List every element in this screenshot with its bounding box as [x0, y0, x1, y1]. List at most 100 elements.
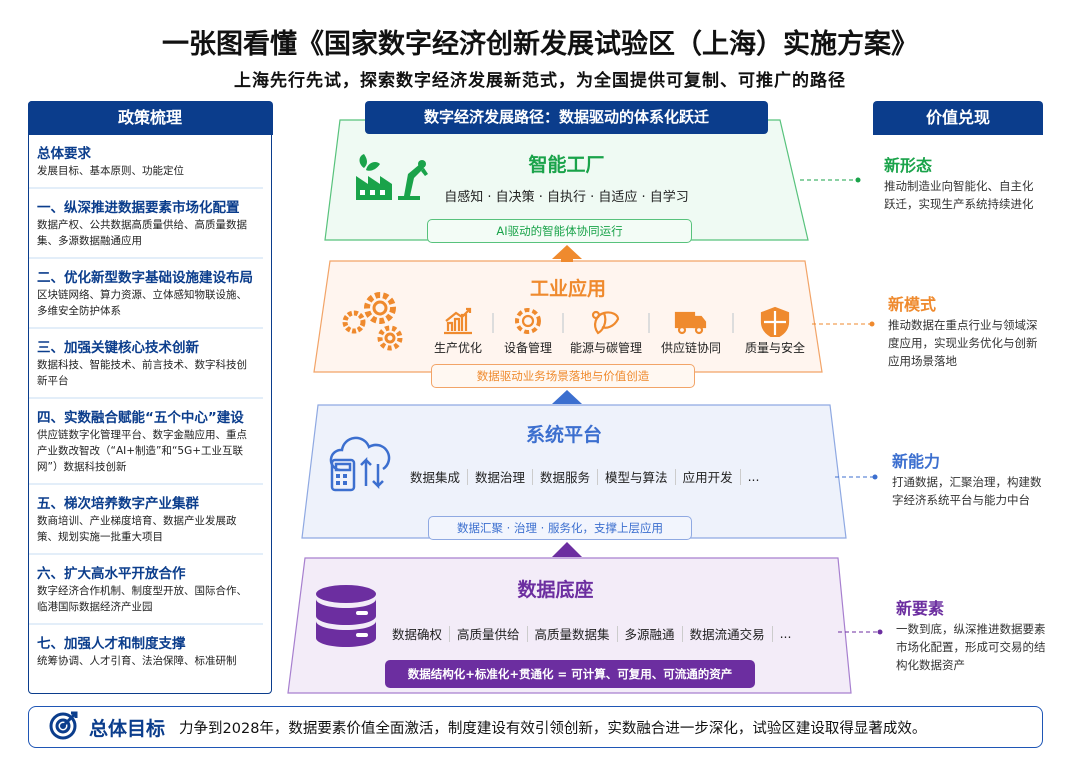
layer-platform-shape	[301, 404, 847, 539]
arrow-up-icon	[552, 390, 582, 404]
policy-section: 三、加强关键核心技术创新数据科技、智能技术、前言技术、数字科技创新平台	[29, 339, 263, 399]
value-item: 新模式推动数据在重点行业与领域深度应用，实现业务优化与创新应用场景落地	[888, 294, 1038, 370]
policy-heading: 四、实数融合赋能“五个中心”建设	[37, 409, 244, 426]
value-item: 新能力打通数据，汇聚治理，构建数字经济系统平台与能力中台	[892, 451, 1042, 509]
value-heading: 新能力	[892, 452, 941, 471]
development-path-title: 数字经济发展路径：数据驱动的体系化跃迁	[365, 101, 768, 134]
layer-item: 数据集成	[410, 470, 461, 485]
layer-industrial-shape	[313, 260, 823, 373]
arrow-up-icon	[552, 245, 582, 262]
separator	[681, 625, 683, 642]
separator	[674, 468, 676, 485]
app-icon	[515, 308, 541, 334]
separator	[597, 468, 599, 485]
cloud-calculator-icon	[326, 436, 392, 498]
layer-pill: 数据驱动业务场景落地与价值创造	[431, 364, 695, 388]
value-heading: 新模式	[888, 295, 937, 314]
layer-title: 系统平台	[525, 424, 602, 446]
industrial-app-item: 设备管理	[500, 305, 556, 356]
value-item: 新要素一数到底，纵深推进数据要素市场化配置，形成可交易的结构化数据资产	[896, 598, 1046, 674]
item-label: 质量与安全	[745, 341, 806, 355]
layer-item: 多源融通	[624, 627, 675, 642]
goal-label: 总体目标	[89, 717, 166, 740]
arrow-up-icon	[552, 542, 582, 557]
layer-pill: 数据汇聚 · 治理 · 服务化，支撑上层应用	[428, 516, 692, 540]
layer-title: 智能工厂	[528, 154, 605, 176]
policy-text: 统筹协调、人才引育、法治保障、标准研制	[37, 654, 237, 667]
policy-panel: 政策梳理 总体要求发展目标、基本原则、功能定位一、纵深推进数据要素市场化配置数据…	[27, 100, 273, 694]
policy-text: 数据科技、智能技术、前言技术、数字科技创新平台	[37, 358, 247, 387]
separator	[532, 468, 534, 485]
policy-section: 四、实数融合赋能“五个中心”建设供应链数字化管理平台、数字金融应用、重点产业数改…	[29, 409, 263, 485]
layer-item: 高质量供给	[457, 627, 520, 642]
layer-item: 数据确权	[392, 627, 443, 642]
policy-section: 五、梯次培养数字产业集群数商培训、产业梯度培育、数据产业发展政策、规划实施一批重…	[29, 495, 263, 555]
page-title: 一张图看懂《国家数字经济创新发展试验区（上海）实施方案》	[162, 29, 918, 60]
separator	[562, 313, 564, 333]
value-text: 打通数据，汇聚治理，构建数字经济系统平台与能力中台	[892, 475, 1042, 507]
policy-heading: 总体要求	[37, 145, 91, 162]
layer-item: ...	[779, 626, 792, 641]
layer-item: 数据流通交易	[689, 627, 765, 642]
policy-section: 六、扩大高水平开放合作数字经济合作机制、制度型开放、国际合作、临港国际数据经济产…	[29, 565, 263, 625]
policy-text: 数字经济合作机制、制度型开放、国际合作、临港国际数据经济产业园	[37, 584, 247, 613]
app-icon	[760, 306, 790, 337]
policy-section: 总体要求发展目标、基本原则、功能定位	[29, 145, 263, 189]
industrial-app-item: 生产优化	[430, 305, 486, 356]
goal-text: 力争到2028年，数据要素价值全面激活，制度建设有效引领创新，实数融合进一步深化…	[179, 720, 927, 737]
policy-text: 数商培训、产业梯度培育、数据产业发展政策、规划实施一批重大项目	[37, 514, 237, 543]
industrial-app-item: 质量与安全	[740, 305, 810, 356]
policy-text: 数据产权、公共数据高质量供给、高质量数据集、多源数据融通应用	[37, 218, 247, 247]
app-icon	[591, 310, 620, 335]
factory-icon	[352, 148, 432, 208]
app-icon	[674, 311, 707, 335]
layer-item: ...	[747, 469, 760, 484]
app-icon	[444, 307, 472, 335]
separator	[648, 313, 651, 333]
policy-text: 发展目标、基本原则、功能定位	[37, 164, 184, 177]
separator	[732, 313, 735, 333]
overall-goal-bar: 总体目标 力争到2028年，数据要素价值全面激活，制度建设有效引领创新，实数融合…	[28, 706, 1043, 748]
value-text: 一数到底，纵深推进数据要素市场化配置，形成可交易的结构化数据资产	[896, 622, 1046, 672]
value-text: 推动数据在重点行业与领域深度应用，实现业务优化与创新应用场景落地	[888, 318, 1038, 368]
policy-section: 二、优化新型数字基础设施建设布局区块链网络、算力资源、立体感知物联设施、多维安全…	[29, 269, 263, 329]
layer-item: 数据治理	[475, 470, 526, 485]
policy-heading: 六、扩大高水平开放合作	[37, 565, 186, 582]
value-text: 推动制造业向智能化、自主化跃迁，实现生产系统持续进化	[884, 179, 1034, 211]
database-icon	[314, 584, 382, 654]
layer-data-base-shape	[287, 557, 852, 694]
page-subtitle: 上海先行先试，探索数字经济发展新范式，为全国提供可复制、可推广的路径	[234, 71, 846, 91]
layer-item: 高质量数据集	[534, 627, 610, 642]
item-label: 供应链协同	[661, 341, 722, 355]
gears-icon	[340, 288, 410, 360]
policy-heading: 三、加强关键核心技术创新	[37, 339, 199, 356]
separator	[771, 625, 773, 642]
target-icon	[49, 710, 79, 744]
policy-heading: 七、加强人才和制度支撑	[37, 635, 186, 652]
separator	[739, 468, 741, 485]
item-label: 生产优化	[433, 341, 482, 355]
policy-section: 一、纵深推进数据要素市场化配置数据产权、公共数据高质量供给、高质量数据集、多源数…	[29, 199, 263, 259]
separator	[449, 625, 451, 642]
policy-heading: 二、优化新型数字基础设施建设布局	[37, 269, 253, 286]
separator	[467, 468, 469, 485]
separator	[526, 625, 528, 642]
separator	[616, 625, 618, 642]
policy-section: 七、加强人才和制度支撑统筹协调、人才引育、法治保障、标准研制	[29, 635, 263, 677]
value-panel-title: 价值兑现	[873, 101, 1043, 135]
layer-title: 工业应用	[529, 278, 606, 300]
item-label: 能源与碳管理	[570, 341, 643, 355]
layer-item: 数据服务	[540, 470, 591, 485]
industrial-app-item: 供应链协同	[656, 305, 726, 356]
layer-subtitle: 自感知 · 自决策 · 自执行 · 自适应 · 自学习	[444, 190, 689, 205]
policy-text: 供应链数字化管理平台、数字金融应用、重点产业数改智改（“AI+制造”和“5G+工…	[37, 428, 247, 473]
layer-pill: 数据结构化+标准化+贯通化 = 可计算、可复用、可流通的资产	[385, 660, 755, 688]
separator	[492, 313, 494, 333]
layer-title: 数据底座	[517, 579, 594, 601]
value-heading: 新要素	[896, 599, 945, 618]
item-label: 设备管理	[503, 341, 552, 355]
layer-item: 模型与算法	[605, 470, 668, 485]
policy-text: 区块链网络、算力资源、立体感知物联设施、多维安全防护体系	[37, 288, 247, 317]
value-heading: 新形态	[884, 156, 933, 175]
